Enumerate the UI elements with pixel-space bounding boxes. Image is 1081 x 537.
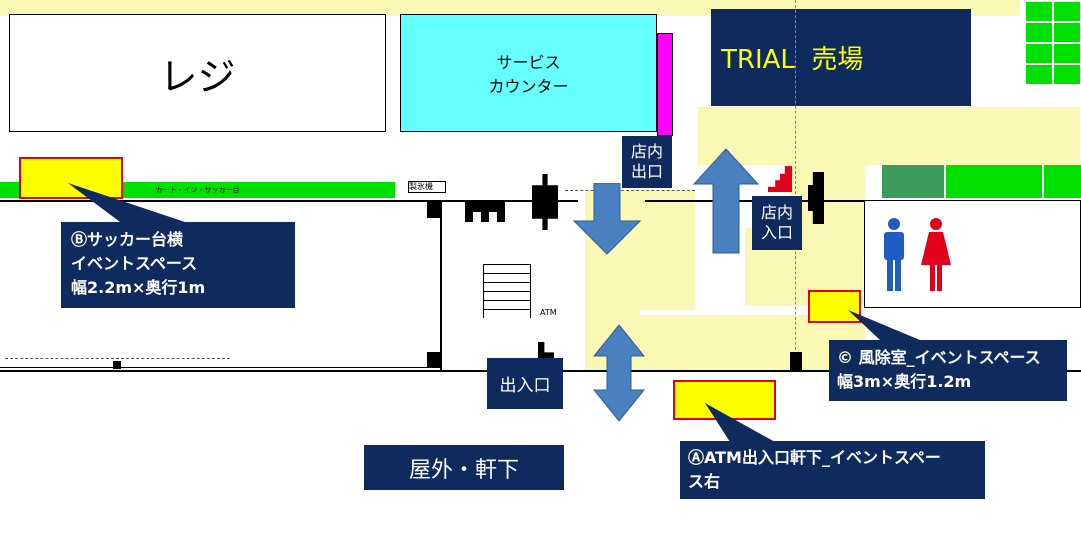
wall-upper (0, 200, 578, 202)
service-counter: サービス カウンター (400, 14, 657, 132)
register-label: レジ (159, 54, 236, 99)
dashed-line-1 (5, 358, 230, 359)
down-arrow-icon (572, 183, 642, 255)
wall-lower-thin (0, 367, 430, 368)
event-space-a-marker[interactable] (673, 380, 776, 420)
floor-vestibule (640, 315, 865, 370)
ice-machine: 製氷機 (408, 181, 446, 193)
entrance-inside-line2: 入口 (760, 223, 793, 242)
trial-sales-floor-label: TRIAL 売場 (721, 45, 864, 75)
service-counter-label-2: カウンター (488, 77, 569, 96)
up-arrow-icon (693, 148, 759, 254)
magenta-shelf (657, 33, 673, 136)
event-space-c-marker[interactable] (808, 290, 861, 323)
atm-box: ATM (538, 300, 562, 328)
event-space-c-callout: © 風除室_イベントスペース 幅3m×奥行1.2m (829, 340, 1067, 401)
door-mark-3 (808, 172, 824, 224)
exit-inside-line1: 店内 (630, 142, 663, 161)
entrance-inside-line1: 店内 (760, 203, 793, 222)
event-c-line1: © 風除室_イベントスペース (837, 348, 1041, 367)
wall-upper-right (645, 200, 1081, 202)
exit-inside-line2: 出口 (630, 162, 663, 181)
register-box: レジ (9, 14, 386, 132)
shelves-grid-lines (1024, 0, 1081, 85)
dark-green-block (882, 165, 944, 198)
exit-inside-label: 店内 出口 (622, 136, 672, 188)
pillar-2 (427, 352, 441, 368)
female-restroom-icon (921, 218, 951, 291)
cart-sacker-label: カート・イン・サッカー台 (155, 186, 240, 194)
restroom (864, 200, 1081, 308)
pillar-4 (790, 352, 802, 370)
floor-area-right-upper (698, 107, 1080, 165)
main-entrance-label: 出入口 (487, 358, 563, 409)
event-space-b-marker[interactable] (19, 157, 123, 199)
pillar-3 (113, 361, 121, 369)
atm-label: ATM (540, 308, 557, 317)
floor-upper-corridor (640, 190, 695, 310)
atm-stairs (483, 264, 531, 318)
outdoor-text: 屋外・軒下 (408, 457, 519, 483)
event-c-line2: 幅3m×奥行1.2m (837, 372, 972, 391)
door-mark-1 (465, 202, 505, 222)
pillar-1 (427, 202, 441, 218)
event-a-line1: ⒶATM出入口軒下_イベントスペー (688, 448, 941, 467)
event-b-line3: 幅2.2m×奥行1m (71, 278, 206, 297)
service-counter-label-1: サービス (496, 53, 561, 72)
door-mark-2 (532, 174, 558, 230)
entrance-inside-label: 店内 入口 (752, 196, 802, 250)
event-space-a-callout: ⒶATM出入口軒下_イベントスペー ス右 (680, 441, 985, 499)
dashed-line-2 (565, 190, 695, 191)
trial-sales-floor: TRIAL 売場 (711, 9, 971, 106)
ice-machine-label: 製氷機 (409, 182, 433, 191)
event-b-line1: Ⓑサッカー台横 (71, 230, 184, 249)
floor-area-right-col (790, 165, 865, 255)
double-arrow-icon (593, 324, 645, 422)
event-a-line2: ス右 (688, 472, 721, 491)
male-restroom-icon (884, 218, 904, 291)
main-entrance-text: 出入口 (499, 376, 551, 396)
dashed-line-v (795, 0, 796, 370)
red-stair-mark (768, 166, 792, 192)
outdoor-label: 屋外・軒下 (364, 445, 564, 490)
event-b-line2: イベントスペース (71, 254, 198, 273)
wall-inner-left (440, 202, 442, 370)
event-space-b-callout: Ⓑサッカー台横 イベントスペース 幅2.2m×奥行1m (61, 222, 295, 308)
